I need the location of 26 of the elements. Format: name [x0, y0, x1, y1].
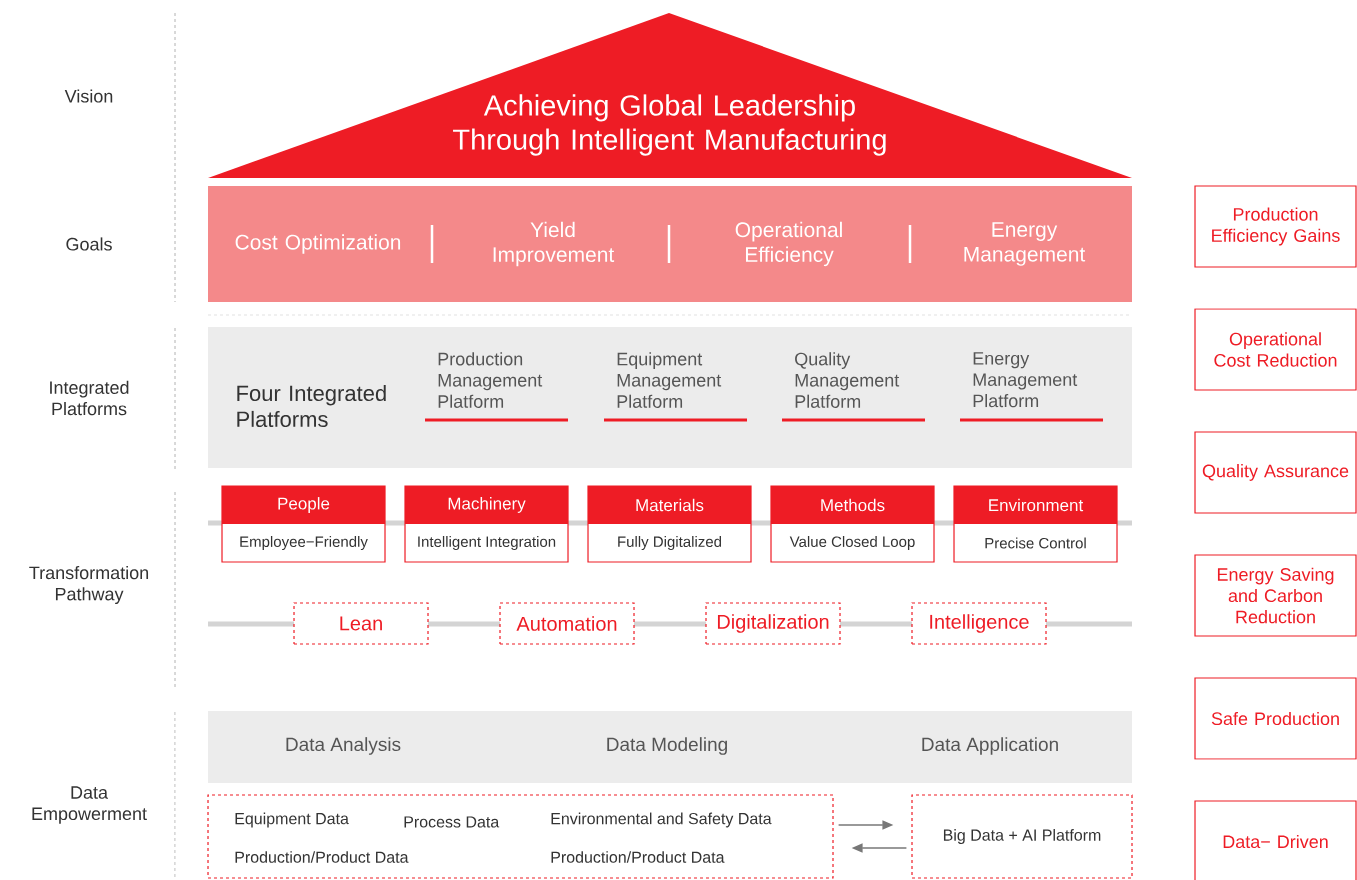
outcome-box: Safe Production — [1194, 677, 1357, 760]
platform-box: Big Data + AI Platform — [911, 794, 1133, 879]
outcome-box: Production Efficiency Gains — [1194, 185, 1357, 268]
row-label: Integrated Platforms — [50, 380, 129, 416]
outcome-box: Energy Saving and Carbon Reduction — [1194, 554, 1357, 637]
pillar-card: Methods Value Closed Loop — [770, 485, 935, 563]
pillar-card: Machinery Intelligent Integration — [404, 485, 569, 563]
row-label: Goals — [66, 237, 112, 251]
outcome-box: Quality Assurance — [1194, 431, 1357, 514]
stage-box: Digitalization — [705, 602, 841, 645]
stage-box: Intelligence — [911, 602, 1047, 645]
data-sources-box: Equipment Data Process Data Environmental and Safety Data Production/Product Data Production/Product Data — [207, 794, 834, 879]
platforms-band: Four Integrated Platforms Production Management Platform Equipment Management Platform Quality Management Platform Energy Management Platform — [208, 327, 1132, 468]
pillar-card: Environment Precise Control — [953, 485, 1118, 563]
stage-box: Lean — [293, 602, 429, 645]
row-label: Data Empowerment — [32, 786, 147, 824]
row-label: Vision — [64, 89, 113, 103]
stage-box: Automation — [499, 602, 635, 645]
pillar-card: Materials Fully Digitalized — [587, 485, 752, 563]
outcome-box: Data− Driven — [1194, 800, 1357, 880]
row-label: Transformation Pathway — [29, 566, 148, 604]
roof-triangle: Achieving Global Leadership Through Intelligent Manufacturing — [208, 13, 1132, 178]
data-band: Data Analysis Data Modeling Data Application — [208, 711, 1132, 783]
goals-band: Cost Optimization Yield Improvement Operational Efficiency Energy Management — [208, 186, 1132, 302]
outcome-box: Operational Cost Reduction — [1194, 308, 1357, 391]
pillar-card: People Employee−Friendly — [221, 485, 386, 563]
